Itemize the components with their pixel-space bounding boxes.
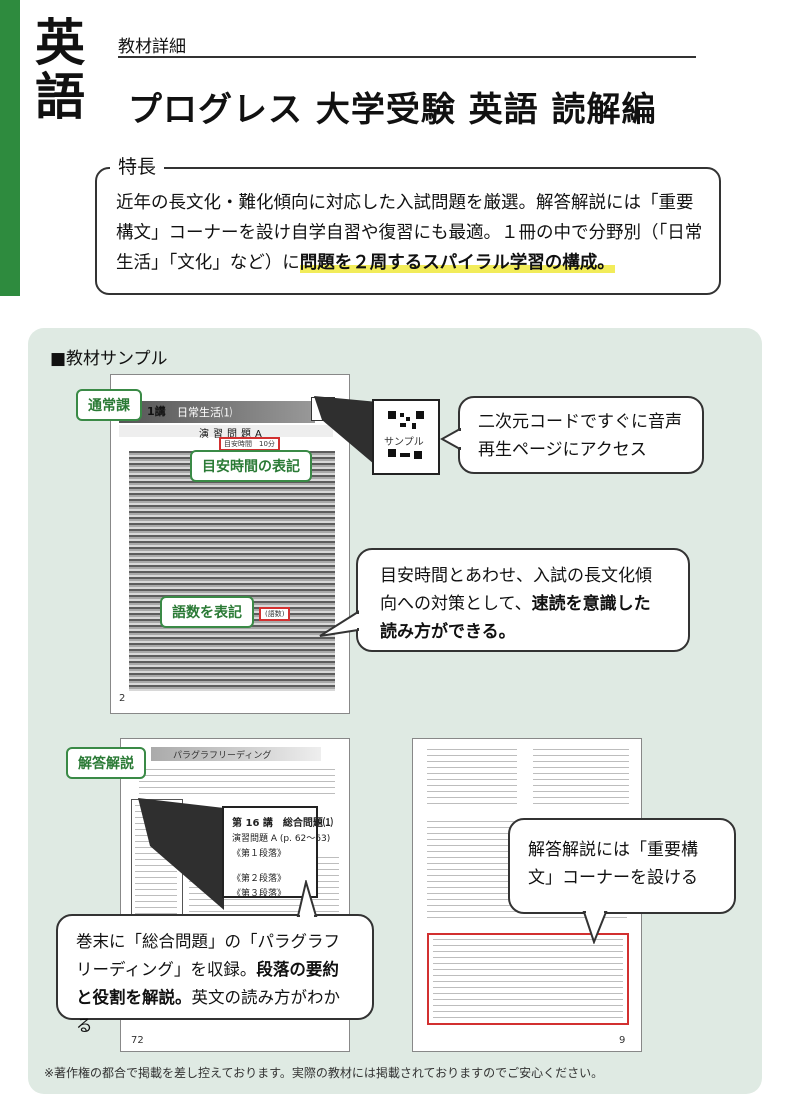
sample-page-regular: 1講 日常生活⑴ 演習問題A 目安時間 10分 (語数) 2 — [110, 374, 350, 714]
page-number: 72 — [131, 1035, 144, 1046]
tag-word-count: 語数を表記 — [160, 596, 254, 628]
tag-regular-lesson: 通常課 — [76, 389, 142, 421]
time-indicator: 目安時間 10分 — [219, 437, 280, 451]
subject-char-1: 英 — [35, 14, 85, 72]
word-count-indicator: (語数) — [259, 607, 291, 621]
summary-text-b: 英文の読み方がわかる — [76, 988, 340, 1035]
feature-text-highlight: 問題を２周するスパイラル学習の構成。 — [299, 253, 615, 273]
feature-label: 特長 — [110, 152, 165, 179]
sample-label: ■教材サンプル — [50, 349, 168, 369]
page-number: 2 — [119, 693, 126, 704]
exercise-bar — [119, 425, 333, 437]
zoom-item: 《第２段落》 — [232, 874, 287, 884]
page-number: 9 — [619, 1035, 626, 1046]
tag-time-display: 目安時間の表記 — [190, 450, 312, 482]
intro-text-lines — [139, 769, 335, 797]
feature-text: 近年の長文化・難化傾向に対応した入試問題を厳選。解答解説には「重要構文」コーナー… — [116, 188, 706, 278]
english-passage-text — [129, 451, 335, 691]
qr-code-icon — [388, 411, 424, 429]
zoom-title: 第 16 講 総合問題⑴ — [232, 818, 333, 829]
bubble-summary-tail — [296, 880, 318, 918]
subject-color-bar — [0, 0, 20, 296]
bubble-speed-reading: 目安時間とあわせ、入試の長文化傾向への対策として、速読を意識した読み方ができる。 — [356, 548, 690, 652]
syntax-text-lines — [533, 749, 629, 809]
qr-code-icon-lower — [388, 449, 422, 459]
feature-text-plain: 近年の長文化・難化傾向に対応した入試問題を厳選。解答解説には「重要構文」コーナー… — [116, 193, 703, 273]
bubble-qr-tail — [440, 428, 462, 450]
feature-box — [95, 167, 721, 295]
qr-zoom-box: サンプル — [372, 399, 440, 475]
zoom-box: 第 16 講 総合問題⑴ 演習問題 A (p. 62〜63) 《第１段落》 《第… — [222, 806, 333, 899]
zoom-item: 《第３段落》 — [232, 889, 287, 899]
reading-text-plain: 目安時間とあわせ、入試の長文化傾向への対策として、 — [380, 566, 652, 614]
tag-answer-explanation: 解答解説 — [66, 747, 146, 779]
lesson-header-bar — [119, 401, 315, 423]
summary-text-bold: 段落の要約と役割を解説。 — [76, 960, 339, 1007]
reading-text-bold: 速読を意識した読み方ができる。 — [380, 594, 651, 642]
page-title: プログレス 大学受験 英語 読解編 — [128, 90, 657, 130]
summary-text-a: 巻末に「総合問題」の「パラグラフリーディング」を収録。 — [76, 932, 340, 979]
qr-sample-label: サンプル — [384, 437, 424, 448]
bubble-syntax-tail — [582, 910, 608, 944]
bubble-reading-tail — [319, 610, 360, 637]
subject-char-2: 語 — [35, 68, 85, 126]
syntax-box-lines — [433, 939, 623, 1019]
bubble-summary: 巻末に「総合問題」の「パラグラフリーディング」を収録。段落の要約と役割を解説。英… — [56, 914, 374, 1035]
exercise-label: 演習問題A — [199, 429, 266, 440]
syntax-text-lines — [427, 749, 517, 809]
category-label: 教材詳細 — [118, 37, 186, 57]
bubble-qr: 二次元コードですぐに音声再生ページにアクセス — [458, 396, 704, 474]
lesson-number: 1講 — [147, 405, 166, 418]
bubble-syntax: 解答解説には「重要構文」コーナーを設ける — [508, 818, 736, 914]
paragraph-heading-bar — [151, 747, 321, 761]
zoom-connector — [138, 798, 224, 910]
zoom-item: 演習問題 A (p. 62〜63) — [232, 834, 331, 844]
lesson-section: 日常生活⑴ — [177, 406, 232, 419]
zoom-item: 《第１段落》 — [232, 849, 287, 859]
header-rule — [118, 56, 696, 58]
qr-zoom-connector — [314, 396, 378, 464]
copyright-note: ※著作権の都合で掲載を差し控えております。実際の教材には掲載されておりますのでご… — [44, 1066, 604, 1080]
paragraph-heading: パラグラフリーディング — [173, 751, 272, 761]
syntax-highlight-box — [427, 933, 629, 1025]
